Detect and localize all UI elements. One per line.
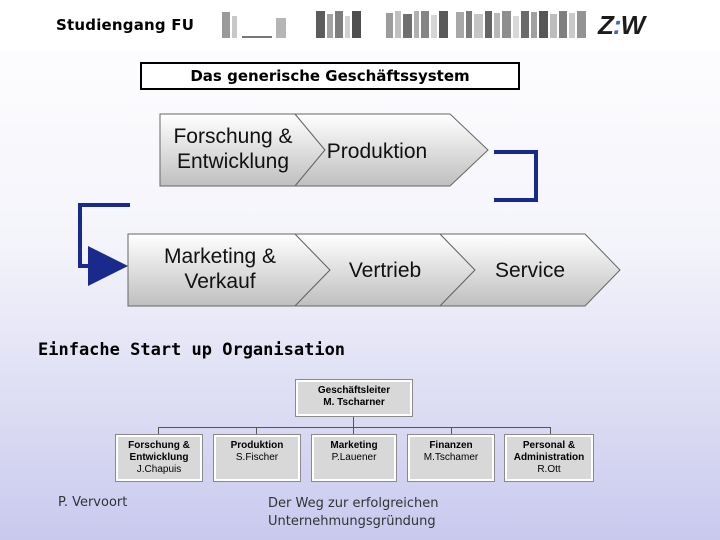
org-line-child-4: [451, 427, 452, 435]
books-banner-image: [216, 10, 590, 38]
footer-author: P. Vervoort: [58, 495, 128, 510]
zw-logo: Z:W: [598, 10, 645, 40]
org-line-horizontal: [158, 427, 550, 428]
org-child-marketing: Marketing P.Lauener: [312, 435, 396, 481]
connector-right-bracket: [494, 150, 538, 202]
slide-title: Das generische Geschäftssystem: [140, 62, 520, 90]
chevron-label-forschung: Forschung & Entwicklung: [173, 125, 293, 173]
chevron-label-marketing: Marketing & Verkauf: [163, 245, 277, 293]
connector-left-arrow: [78, 203, 130, 286]
org-line-child-1: [158, 427, 159, 435]
chevron-service: [438, 233, 621, 307]
course-title: Studiengang FU: [56, 16, 195, 34]
org-child-finanzen: Finanzen M.Tschamer: [408, 435, 494, 481]
footer-subtitle: Der Weg zur erfolgreichen Unternehmungsg…: [268, 496, 439, 529]
org-child-forschung: Forschung & Entwicklung J.Chapuis: [116, 435, 202, 481]
org-child-produktion: Produktion S.Fischer: [214, 435, 300, 481]
chevron-label-vertrieb: Vertrieb: [348, 259, 422, 282]
org-section-title: Einfache Start up Organisation: [38, 340, 346, 360]
chevron-label-produktion: Produktion: [326, 140, 428, 163]
chevron-produktion: [293, 113, 489, 187]
org-line-child-3: [353, 427, 354, 435]
org-child-personal: Personal & Administration R.Ott: [505, 435, 593, 481]
org-line-root-down: [353, 415, 354, 427]
org-root-box: Geschäftsleiter M. Tscharner: [296, 380, 412, 416]
chevron-label-service: Service: [494, 259, 566, 282]
org-line-child-2: [256, 427, 257, 435]
org-line-child-5: [550, 427, 551, 435]
